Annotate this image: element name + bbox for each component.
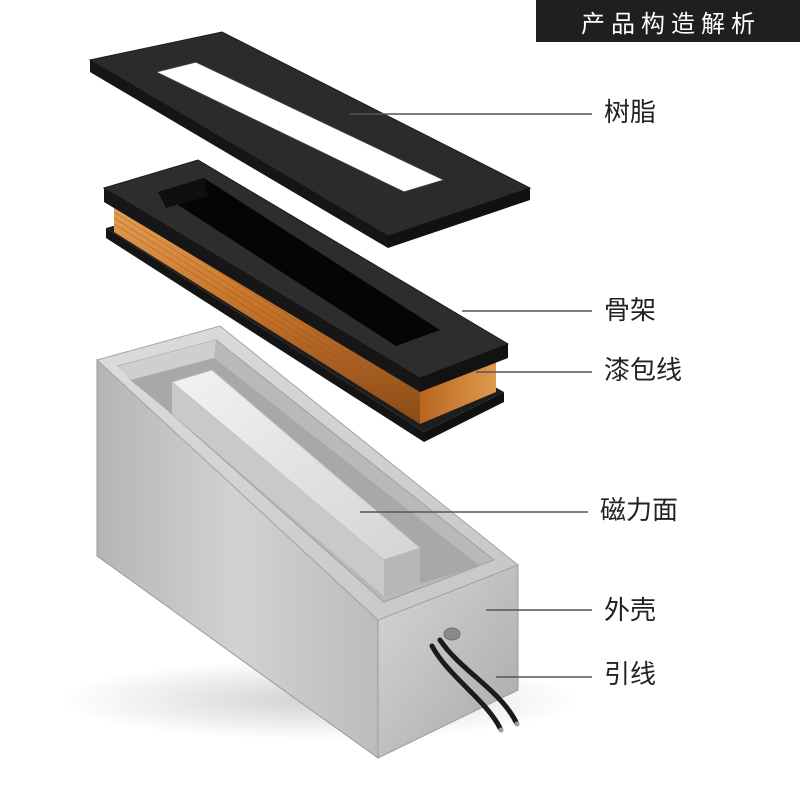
resin-plate [88,31,532,248]
label-shell: 外壳 [604,596,657,626]
bobbin-and-coil [102,159,510,442]
label-lead-wire: 引线 [604,660,657,690]
section-title: 产品构造解析 [536,0,800,42]
shell-part [96,325,519,759]
lead-exit-screw [443,627,461,641]
label-resin: 树脂 [604,98,657,128]
label-bobbin: 骨架 [604,296,657,326]
label-enameled-wire: 漆包线 [604,356,683,386]
lead-wires [429,637,520,733]
label-magnetic-face: 磁力面 [600,496,679,526]
